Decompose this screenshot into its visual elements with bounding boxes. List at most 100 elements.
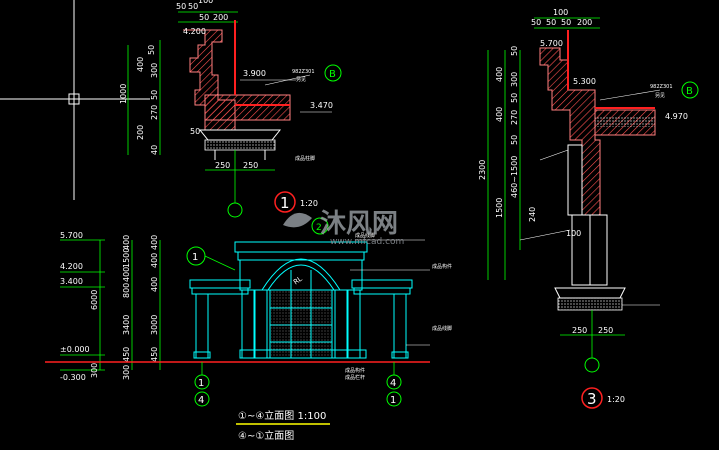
axis-bubble-top-left xyxy=(186,246,206,266)
d3-topdim-1: 50 xyxy=(531,18,541,27)
watermark: 沐风网 www.mfcad.com xyxy=(283,209,404,247)
d3-ldim-0: 50 xyxy=(510,46,519,56)
d1-callout-bubble xyxy=(324,64,342,82)
detail-1: 50 50 50 200 100 50 400 300 1000 50 270 … xyxy=(119,0,342,218)
d3-ldim-10: 240 xyxy=(528,207,537,222)
d1-ldim-7: 40 xyxy=(150,145,159,155)
elev-left-2: 3.400 xyxy=(60,277,83,286)
elev-inner-5: 450 xyxy=(122,347,131,362)
d1-ldim-2: 300 xyxy=(150,63,159,78)
d3-callout-sub: 另见 xyxy=(655,93,665,99)
elev-inner-1: 1500 xyxy=(122,248,131,268)
d1-callout-label: B xyxy=(329,69,336,80)
elev-mid-0: 400 xyxy=(150,235,159,250)
elev-inner-2: 400 xyxy=(122,267,131,282)
d1-callout-note: 982Z301 xyxy=(292,69,315,75)
d3-cornice-section xyxy=(539,47,601,216)
d1-base-dim-0: 250 xyxy=(215,161,230,170)
d3-scale: 1:20 xyxy=(607,395,625,404)
d1-topdim-1: 50 xyxy=(188,2,198,11)
d3-topdim-0: 100 xyxy=(553,8,568,17)
elev-left-1: 4.200 xyxy=(60,262,83,271)
d3-ldim-4: 400 xyxy=(495,107,504,122)
elev-anno-0: 成品线脚 xyxy=(355,232,375,239)
d1-anno-col: 成品柱脚 xyxy=(295,155,315,162)
axis-top-mid: 2 xyxy=(316,223,322,233)
center-label: RL xyxy=(292,275,304,287)
d3-base-dim-1: 250 xyxy=(598,326,613,335)
elev-inner-4: 3400 xyxy=(122,315,131,335)
d1-ldim-6: 200 xyxy=(136,125,145,140)
elev-left-0: 5.700 xyxy=(60,231,83,240)
elev-mid-dims: 400 400 400 3000 450 xyxy=(150,235,159,362)
elev-title-1: ①~④立面图 1:100 xyxy=(238,409,326,422)
d3-ldim-6: 2300 xyxy=(478,160,487,180)
d1-elev-1: 3.900 xyxy=(243,69,266,78)
elev-inner-3: 800 xyxy=(122,283,131,298)
elev-anno-5: 成品栏杆 xyxy=(345,374,365,381)
d3-number-circle xyxy=(581,387,603,409)
d1-axis-bubble xyxy=(227,202,243,218)
d3-ldim-3: 50 xyxy=(510,93,519,103)
axis-bubble-top-mid xyxy=(311,217,329,235)
d1-base-dim-1: 250 xyxy=(243,161,258,170)
d1-ldim-3: 1000 xyxy=(119,84,128,104)
d1-topdim-4: 100 xyxy=(198,0,213,5)
d1-left-dims: 50 400 300 1000 50 270 200 40 xyxy=(119,45,159,155)
d1-elev-0: 4.200 xyxy=(183,27,206,36)
watermark-url: www.mfcad.com xyxy=(330,237,404,247)
d3-ldim-11: 100 xyxy=(566,229,581,238)
axis-bl-1: 4 xyxy=(198,395,204,406)
watermark-logo xyxy=(283,212,312,228)
d3-number: 3 xyxy=(587,390,597,408)
elev-inner-0: 400 xyxy=(122,235,131,250)
d3-topdim-3: 50 xyxy=(561,18,571,27)
watermark-text: 沐风网 xyxy=(320,209,398,239)
axis-bubble-bl-1 xyxy=(194,391,210,407)
elev-left-3: ±0.000 xyxy=(60,345,90,354)
elev-mid-4: 450 xyxy=(150,347,159,362)
d3-base-dim-0: 250 xyxy=(572,326,587,335)
axis-top-left: 1 xyxy=(192,252,198,263)
d1-topdim-3: 200 xyxy=(213,13,228,22)
d3-callout-note: 982Z301 xyxy=(650,84,673,90)
d3-left-dims: 50 400 300 50 400 270 2300 50 460~1500 1… xyxy=(478,46,581,238)
axis-br-0: 4 xyxy=(390,378,396,389)
d3-topdim-4: 200 xyxy=(577,18,592,27)
crosshair-cursor xyxy=(0,0,150,200)
elev-mid-2: 400 xyxy=(150,277,159,292)
d3-ldim-7: 50 xyxy=(510,135,519,145)
d1-ldim-5: 270 xyxy=(150,105,159,120)
d3-ldim-2: 300 xyxy=(510,72,519,87)
elev-title-2: ④~①立面图 xyxy=(238,429,294,442)
d1-number-circle xyxy=(274,191,296,213)
d1-roof-slab xyxy=(204,94,291,121)
d3-ldim-1: 400 xyxy=(495,67,504,82)
axis-bl-0: 1 xyxy=(198,378,204,389)
axis-bubble-br-1 xyxy=(386,391,402,407)
axis-bubble-bl-0 xyxy=(194,374,210,390)
d3-callout-label: B xyxy=(686,86,693,97)
elev-dim-outer-0: 6000 xyxy=(90,290,99,310)
elev-anno-4: 成品构件 xyxy=(345,367,365,374)
d3-elev-0: 5.700 xyxy=(540,39,563,48)
axis-bubble-br-0 xyxy=(386,374,402,390)
d3-axis-bubble xyxy=(584,357,600,373)
d3-ldim-8: 460~1500 xyxy=(510,156,519,198)
d1-topdim-2: 50 xyxy=(199,13,209,22)
axis-br-1: 1 xyxy=(390,395,396,406)
d1-callout-sub: 另见 xyxy=(296,77,306,83)
d1-elev-2: 3.470 xyxy=(310,101,333,110)
d3-topdim-2: 50 xyxy=(546,18,556,27)
d3-ldim-9: 1500 xyxy=(495,198,504,218)
d1-scale: 1:20 xyxy=(300,199,318,208)
d1-ldim-4: 50 xyxy=(150,90,159,100)
d1-number: 1 xyxy=(280,194,290,212)
detail-3: 100 50 50 50 200 50 400 300 50 400 270 2… xyxy=(478,8,699,409)
elev-inner-6: 300 xyxy=(122,365,131,380)
d3-ldim-5: 270 xyxy=(510,110,519,125)
d1-inner-dim: 50 xyxy=(190,127,200,136)
elev-left-4: -0.300 xyxy=(60,373,86,382)
elev-inner-dims: 400 1500 400 800 3400 450 300 xyxy=(122,235,131,380)
